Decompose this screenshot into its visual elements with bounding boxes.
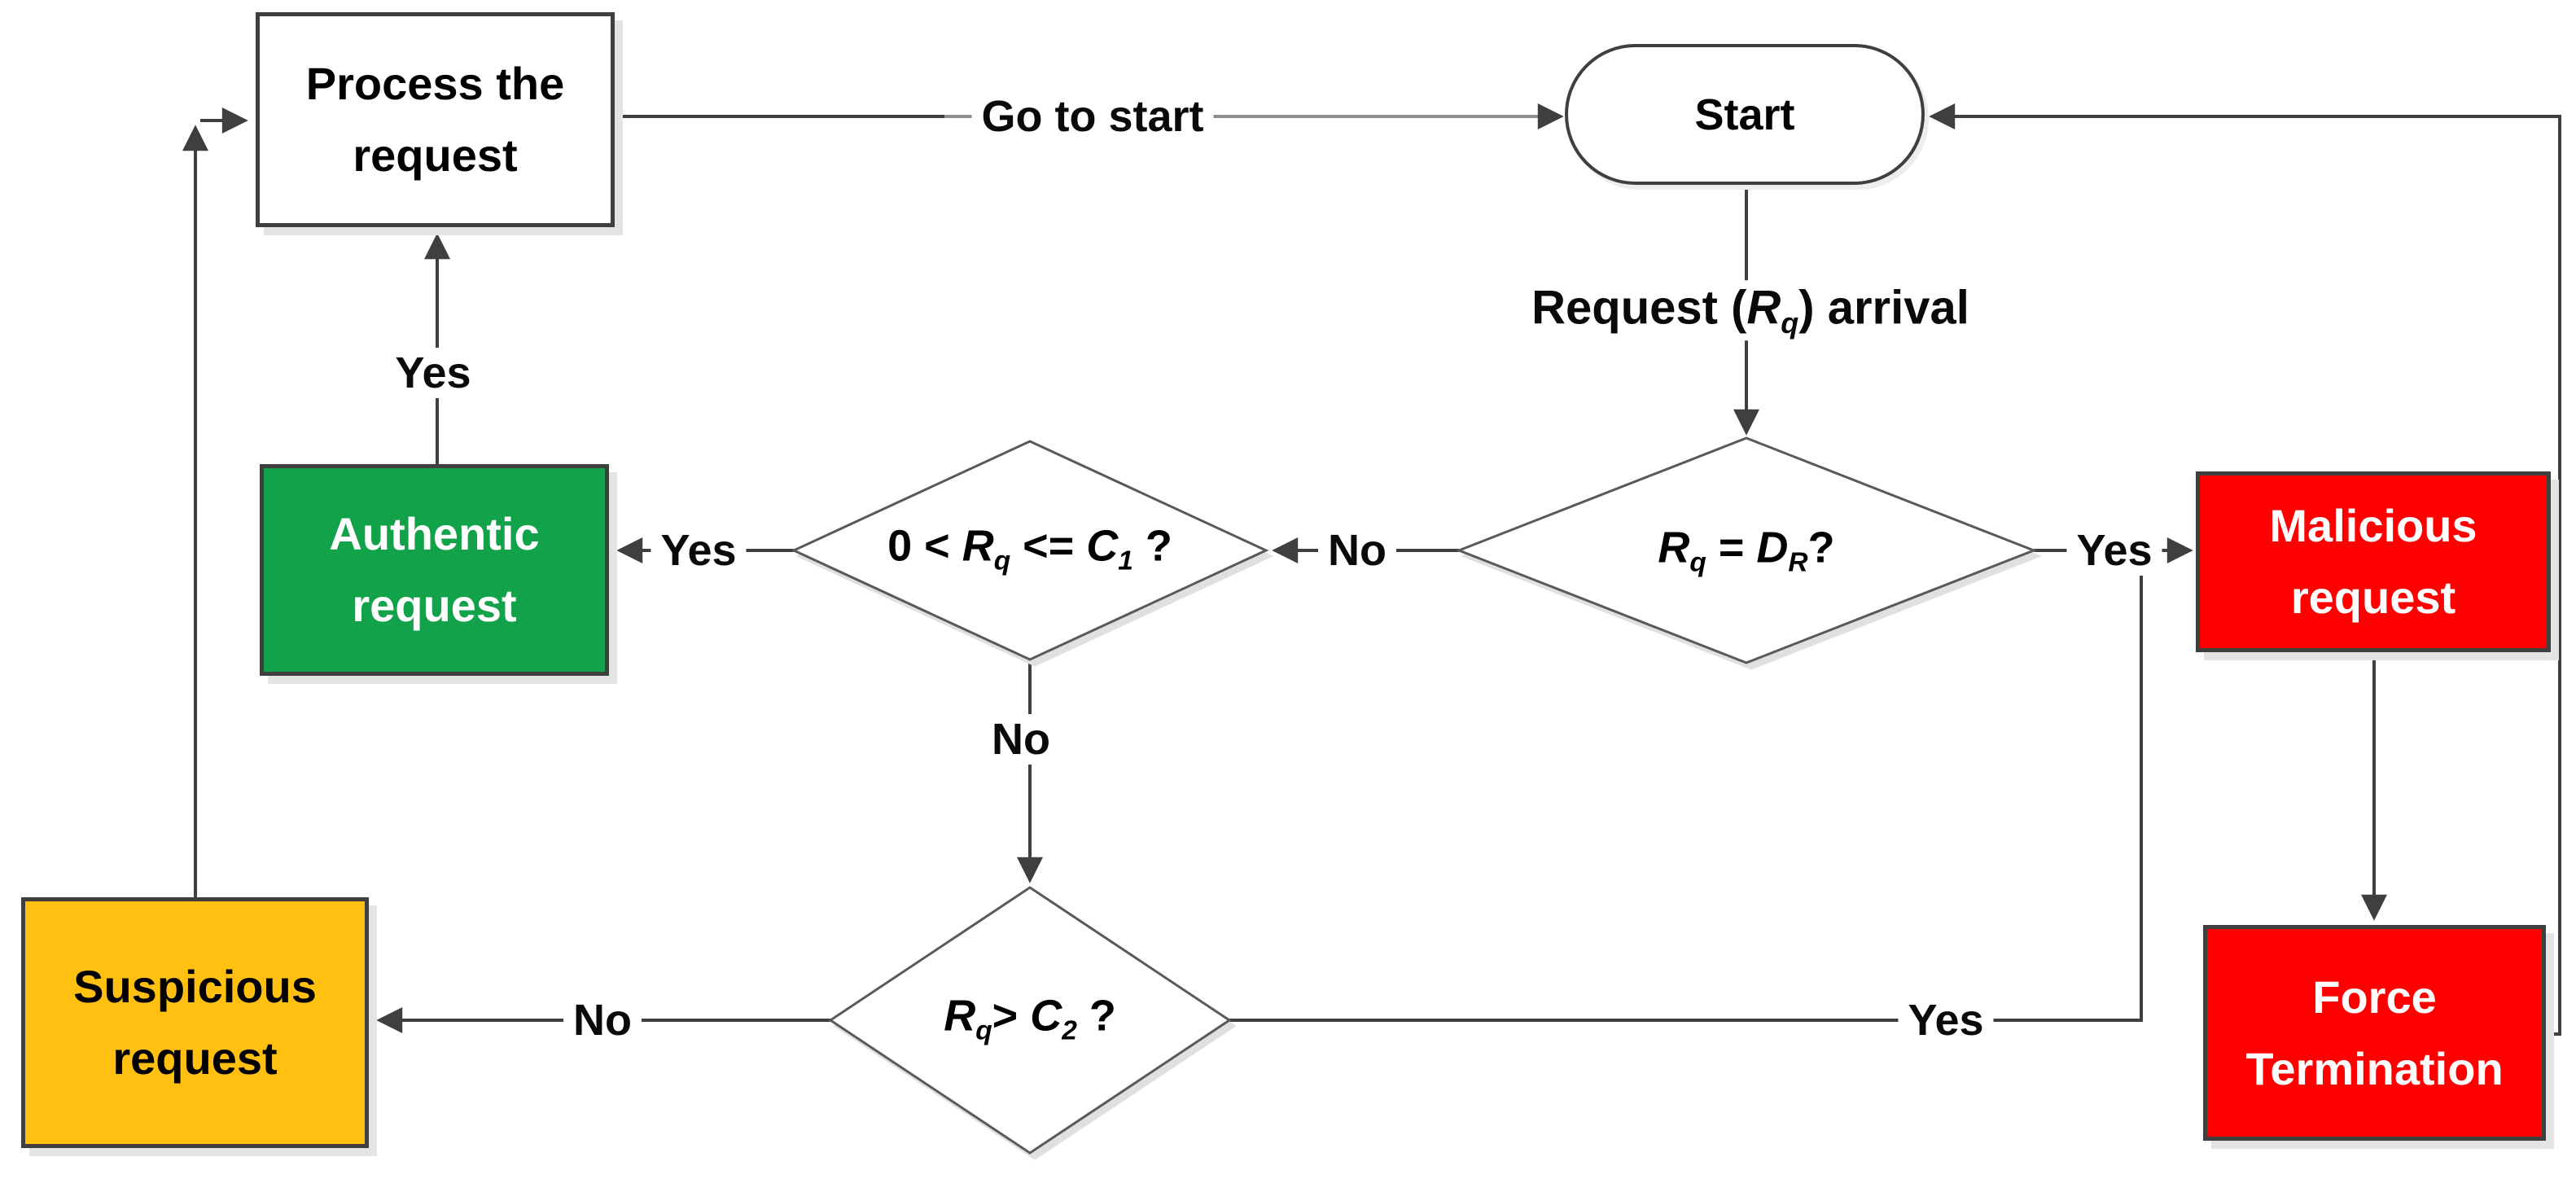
process-request-label-line2: request (353, 129, 518, 181)
decision-c1-label: 0 < Rq <= C1 ? (887, 521, 1172, 577)
arrival-post: ) arrival (1798, 281, 1969, 335)
c1-var2: C (1086, 521, 1119, 571)
start-node: Start (1565, 44, 1925, 185)
decision-c2-label: Rq> C2 ? (944, 991, 1116, 1047)
edge-label-request-arrival: Request (Rq) arrival (1525, 280, 1976, 340)
edge-label-yes-dr: Yes (2066, 525, 2162, 576)
dr-end: ? (1807, 523, 1835, 572)
edge-label-no-dr: No (1318, 525, 1396, 576)
process-request-node: Process the request (256, 12, 615, 227)
malicious-request-node: Malicious request (2196, 471, 2551, 652)
authentic-request-node: Authentic request (260, 464, 609, 676)
malicious-label-line2: request (2290, 572, 2456, 623)
process-request-label-line1: Process the (305, 58, 565, 109)
arrival-pre: Request ( (1531, 281, 1747, 335)
arrival-var: R (1746, 281, 1781, 335)
force-termination-label-line2: Termination (2245, 1042, 2504, 1094)
c2-sub2: 2 (1062, 1015, 1077, 1046)
decision-dr-diamond (1455, 436, 2038, 664)
force-termination-node: Force Termination (2203, 925, 2546, 1141)
c1-var1: R (962, 521, 994, 571)
edge-force-termination-to-start (1929, 103, 2561, 1036)
c1-sub1: q (993, 546, 1011, 576)
dr-mid: = (1706, 523, 1757, 572)
decision-c2-diamond (828, 886, 1232, 1155)
malicious-label-line1: Malicious (2269, 500, 2477, 551)
authentic-label-line2: request (352, 580, 517, 631)
c2-var2: C (1030, 991, 1062, 1041)
c1-mid: <= (1010, 521, 1087, 571)
suspicious-label-line2: request (112, 1032, 278, 1084)
c2-mid: > (992, 991, 1031, 1041)
c1-sub2: 1 (1118, 546, 1133, 576)
decision-c1-diamond (791, 440, 1269, 661)
c1-pre: 0 < (887, 521, 962, 571)
suspicious-request-node: Suspicious request (21, 897, 369, 1148)
c2-end: ? (1076, 991, 1116, 1041)
dr-sub1: q (1689, 547, 1706, 578)
c1-end: ? (1132, 521, 1172, 571)
edge-label-yes-authentic: Yes (385, 348, 481, 398)
edge-label-yes-c1: Yes (651, 525, 747, 576)
edge-label-yes-c2: Yes (1898, 995, 1994, 1045)
force-termination-label-line1: Force (2312, 971, 2437, 1023)
edge-label-go-to-start: Go to start (971, 91, 1214, 142)
edge-label-no-c1: No (982, 714, 1060, 765)
edge-label-no-c2: No (563, 995, 642, 1045)
arrival-sub: q (1781, 305, 1799, 340)
c2-var1: R (944, 991, 976, 1041)
dr-var1: R (1658, 523, 1690, 572)
dr-sub2: R (1788, 547, 1808, 578)
start-label: Start (1694, 90, 1795, 139)
decision-dr-label: Rq = DR? (1658, 523, 1834, 579)
c2-sub1: q (975, 1015, 992, 1046)
edge-decision-c2-yes (1229, 552, 2143, 1022)
dr-var2: D (1756, 523, 1789, 572)
authentic-label-line1: Authentic (329, 508, 540, 559)
suspicious-label-line1: Suspicious (73, 961, 317, 1012)
